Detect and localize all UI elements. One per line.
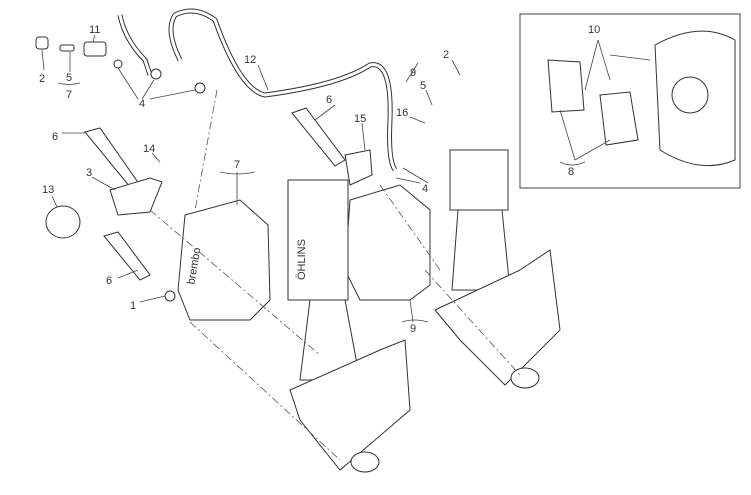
callout-6: 6 xyxy=(52,131,58,143)
callout-16: 16 xyxy=(396,107,408,119)
callout-1: 1 xyxy=(130,300,136,312)
callout-5: 5 xyxy=(66,72,72,84)
callout-6b: 6 xyxy=(106,275,112,287)
callout-5b: 5 xyxy=(420,80,426,92)
callout-7b: 7 xyxy=(234,159,240,171)
callout-labels: 2 11 5 7 12 4 6 14 3 13 7 6 1 6 15 9 5 2… xyxy=(39,24,600,335)
inset-brake-pads xyxy=(547,30,736,167)
callout-2: 2 xyxy=(39,73,45,85)
callout-15: 15 xyxy=(354,113,366,125)
right-fork xyxy=(434,149,561,389)
right-caliper xyxy=(344,149,431,301)
callout-13: 13 xyxy=(42,184,54,196)
callout-6c: 6 xyxy=(326,94,332,106)
callout-4b: 4 xyxy=(422,183,428,195)
callout-11: 11 xyxy=(89,24,100,36)
leader-lines xyxy=(41,34,586,323)
callout-12: 12 xyxy=(244,54,256,66)
callout-2b: 2 xyxy=(443,49,449,61)
callout-8: 8 xyxy=(568,166,574,178)
callout-14: 14 xyxy=(143,143,155,155)
bleed-parts xyxy=(35,36,206,94)
left-fork: ÖHLINS xyxy=(287,179,411,473)
bolts xyxy=(84,107,346,281)
callout-3: 3 xyxy=(86,167,92,179)
callout-9b: 9 xyxy=(410,323,416,335)
callout-7: 7 xyxy=(66,89,72,101)
bracket xyxy=(109,177,163,216)
callout-4: 4 xyxy=(139,98,145,110)
cap xyxy=(45,205,81,239)
left-caliper: brembo xyxy=(164,199,271,321)
svg-text:ÖHLINS: ÖHLINS xyxy=(296,239,308,280)
callout-10: 10 xyxy=(588,24,600,36)
callout-9: 9 xyxy=(410,67,416,79)
